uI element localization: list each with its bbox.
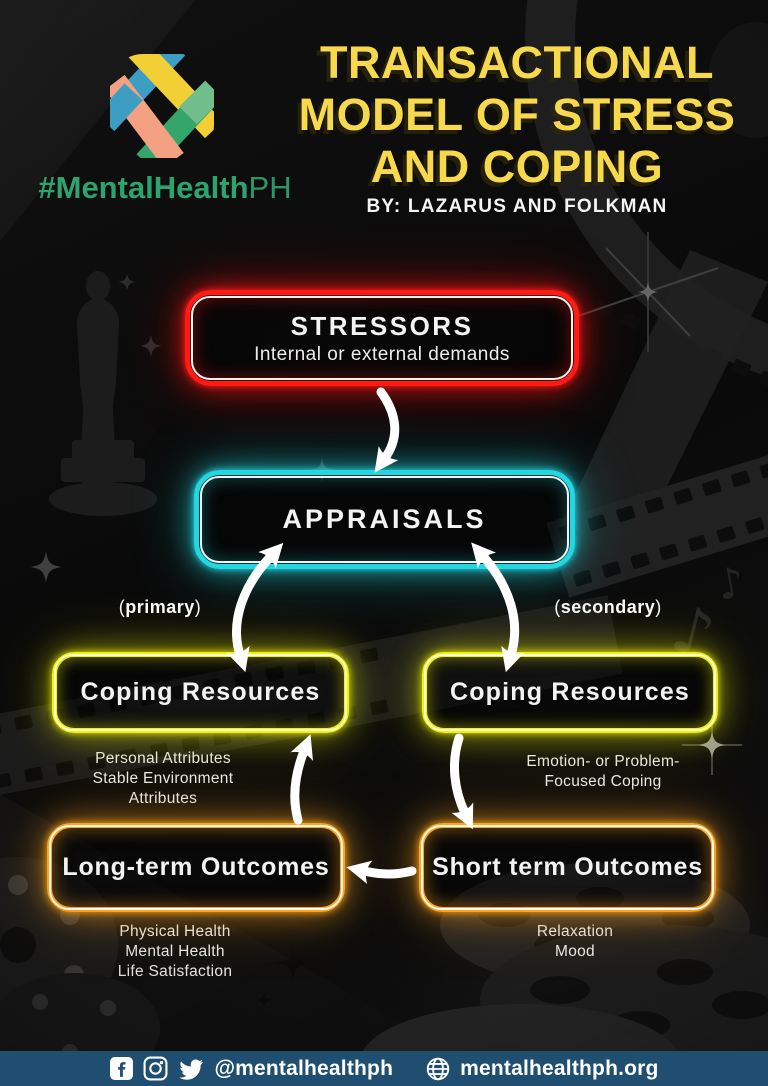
- twitter-icon[interactable]: [177, 1056, 205, 1082]
- statue-silhouette: [49, 271, 157, 516]
- label-secondary: (secondary): [533, 597, 683, 618]
- coping-resources-primary-box: Coping Resources: [52, 652, 349, 733]
- coping-resources-secondary-box: Coping Resources: [422, 652, 718, 733]
- short-term-title: Short term Outcomes: [432, 853, 703, 881]
- long-term-outcomes-box: Long-term Outcomes: [47, 823, 345, 912]
- appraisals-box: APPRAISALS: [194, 470, 575, 569]
- note-line: Personal Attributes: [95, 750, 231, 767]
- mentalhealthph-logo-icon: [110, 54, 214, 158]
- note-line: Stable Environment: [92, 770, 234, 787]
- note-line: Physical Health: [119, 923, 231, 940]
- coping-primary-title: Coping Resources: [80, 678, 321, 706]
- appraisals-title: APPRAISALS: [282, 504, 487, 534]
- title-line-2: MODEL OF STRESS: [298, 89, 736, 140]
- brand-hashtag: #MentalHealthPH: [0, 170, 330, 206]
- website-url[interactable]: mentalhealthph.org: [460, 1056, 659, 1080]
- note-line: Focused Coping: [544, 773, 662, 790]
- note-line: Attributes: [128, 790, 198, 807]
- byline: BY: LAZARUS AND FOLKMAN: [366, 196, 668, 217]
- label-primary-close: ): [194, 597, 202, 617]
- note-line: Life Satisfaction: [117, 963, 233, 980]
- footer-bar: @mentalhealthph mentalhealthph.org: [0, 1051, 768, 1086]
- stressors-title: STRESSORS: [290, 310, 474, 341]
- social-handle[interactable]: @mentalhealthph: [214, 1056, 394, 1080]
- facebook-icon[interactable]: [109, 1056, 134, 1081]
- note-line: Emotion- or Problem-: [526, 753, 680, 770]
- globe-icon: [426, 1057, 450, 1080]
- title-line-3: AND COPING: [370, 141, 664, 192]
- short-term-notes: Relaxation Mood: [475, 922, 675, 962]
- coping-secondary-notes: Emotion- or Problem- Focused Coping: [483, 752, 723, 792]
- instagram-icon[interactable]: [143, 1056, 168, 1081]
- long-term-title: Long-term Outcomes: [62, 853, 330, 881]
- page-title: TRANSACTIONAL MODEL OF STRESS AND COPING: [288, 37, 746, 193]
- coping-primary-notes: Personal Attributes Stable Environment A…: [63, 749, 263, 809]
- long-term-notes: Physical Health Mental Health Life Satis…: [75, 922, 275, 982]
- brand-hashtag-bold: #MentalHealth: [38, 170, 249, 205]
- note-line: Mental Health: [125, 943, 225, 960]
- label-primary: (primary): [85, 597, 235, 618]
- stressors-subtitle: Internal or external demands: [254, 343, 510, 365]
- label-secondary-close: ): [655, 597, 662, 617]
- label-primary-word: primary: [125, 597, 195, 617]
- label-secondary-word: secondary: [560, 597, 656, 617]
- coping-secondary-title: Coping Resources: [449, 678, 691, 706]
- stressors-box: STRESSORS Internal or external demands: [185, 290, 579, 386]
- brand-hashtag-suffix: PH: [248, 170, 292, 205]
- title-line-1: TRANSACTIONAL: [320, 37, 714, 88]
- note-line: Mood: [555, 943, 595, 960]
- note-line: Relaxation: [536, 923, 614, 940]
- short-term-outcomes-box: Short term Outcomes: [419, 823, 716, 912]
